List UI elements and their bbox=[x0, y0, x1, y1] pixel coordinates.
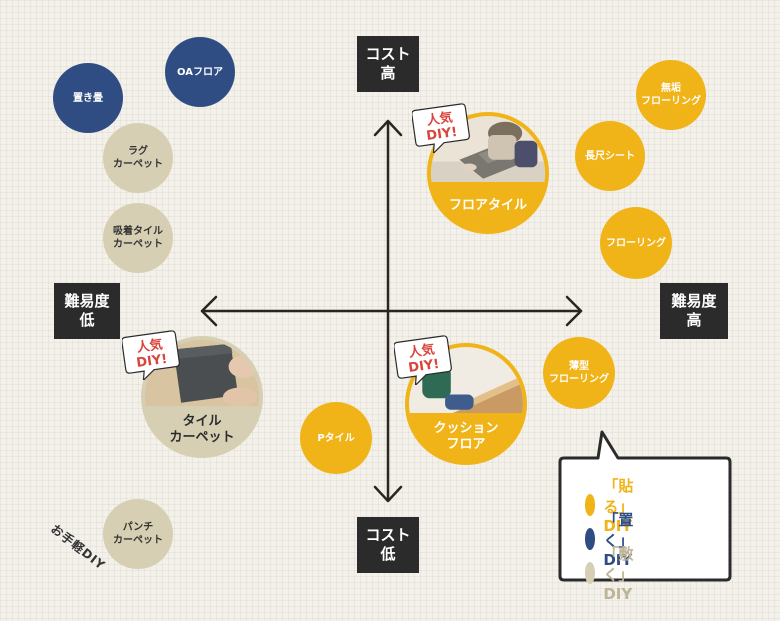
floor-tile-popular-badge: 人気 DIY! bbox=[412, 103, 470, 153]
badge-text: DIY! bbox=[408, 357, 441, 376]
legend-dot bbox=[585, 562, 596, 584]
featured-tile-carpet: タイル カーペット bbox=[141, 336, 263, 458]
item-suchaku-tile-carpet: 吸着タイル カーペット bbox=[103, 203, 173, 273]
badge-text: 人気 bbox=[408, 341, 436, 360]
item-nagajaku-sheet: 長尺シート bbox=[575, 121, 645, 191]
arrow-down-icon bbox=[373, 485, 403, 503]
item-rug-carpet: ラグ カーペット bbox=[103, 123, 173, 193]
axis-label-line: 高 bbox=[686, 311, 702, 329]
axis-label-cost-low: コスト 低 bbox=[357, 517, 419, 573]
cushion-floor-popular-badge: 人気 DIY! bbox=[394, 335, 452, 385]
item-oki-tatami: 置き畳 bbox=[53, 63, 123, 133]
legend-row-shiku: 「敷く」DIY bbox=[585, 543, 645, 603]
axis-label-line: コスト bbox=[365, 526, 411, 544]
floor-tile-photo bbox=[431, 116, 545, 185]
axis-label-difficulty-high: 難易度 高 bbox=[660, 283, 728, 339]
badge-text: 人気 bbox=[426, 109, 454, 128]
axis-label-line: 低 bbox=[79, 311, 95, 329]
item-muku-flooring: 無垢 フローリング bbox=[636, 60, 706, 130]
item-p-tile: Pタイル bbox=[300, 402, 372, 474]
legend-label: 「敷く」DIY bbox=[603, 545, 634, 603]
featured-floor-tile: フロアタイル bbox=[427, 112, 549, 234]
badge-text: DIY! bbox=[426, 125, 459, 144]
axis-label-line: 難易度 bbox=[671, 292, 717, 310]
item-oa-floor: OAフロア bbox=[165, 37, 235, 107]
legend-row-oku: 「置く」DIY bbox=[585, 509, 645, 569]
legend-bubble bbox=[558, 430, 732, 582]
legend-row-haru: 「貼る」DIY bbox=[585, 475, 645, 535]
legend-label: 「置く」DIY bbox=[603, 511, 634, 569]
tile-carpet-photo bbox=[145, 340, 259, 409]
axis-label-difficulty-low: 難易度 低 bbox=[54, 283, 120, 339]
featured-cushion-floor-label: クッション フロア bbox=[409, 413, 523, 461]
axis-label-line: 難易度 bbox=[64, 292, 110, 310]
axis-label-cost-high: コスト 高 bbox=[357, 36, 419, 92]
featured-floor-tile-label: フロアタイル bbox=[431, 182, 545, 230]
axis-label-line: 低 bbox=[380, 545, 396, 563]
axis-label-line: 高 bbox=[380, 64, 396, 82]
featured-tile-carpet-label: タイル カーペット bbox=[145, 406, 259, 454]
legend-label: 「貼る」DIY bbox=[603, 477, 634, 535]
legend-dot bbox=[585, 528, 596, 550]
badge-text: 人気 bbox=[136, 336, 164, 355]
arrow-right-icon bbox=[565, 295, 583, 327]
item-usugata-flooring: 薄型 フローリング bbox=[543, 337, 615, 409]
legend-dot bbox=[585, 494, 596, 516]
featured-cushion-floor: クッション フロア bbox=[405, 343, 527, 465]
tile-carpet-popular-badge: 人気 DIY! bbox=[122, 330, 180, 380]
arrow-left-icon bbox=[200, 295, 218, 327]
item-punch-carpet: パンチ カーペット bbox=[103, 499, 173, 569]
arrow-up-icon bbox=[373, 119, 403, 137]
badge-text: DIY! bbox=[136, 352, 169, 371]
item-flooring: フローリング bbox=[600, 207, 672, 279]
axis-label-line: コスト bbox=[365, 45, 411, 63]
